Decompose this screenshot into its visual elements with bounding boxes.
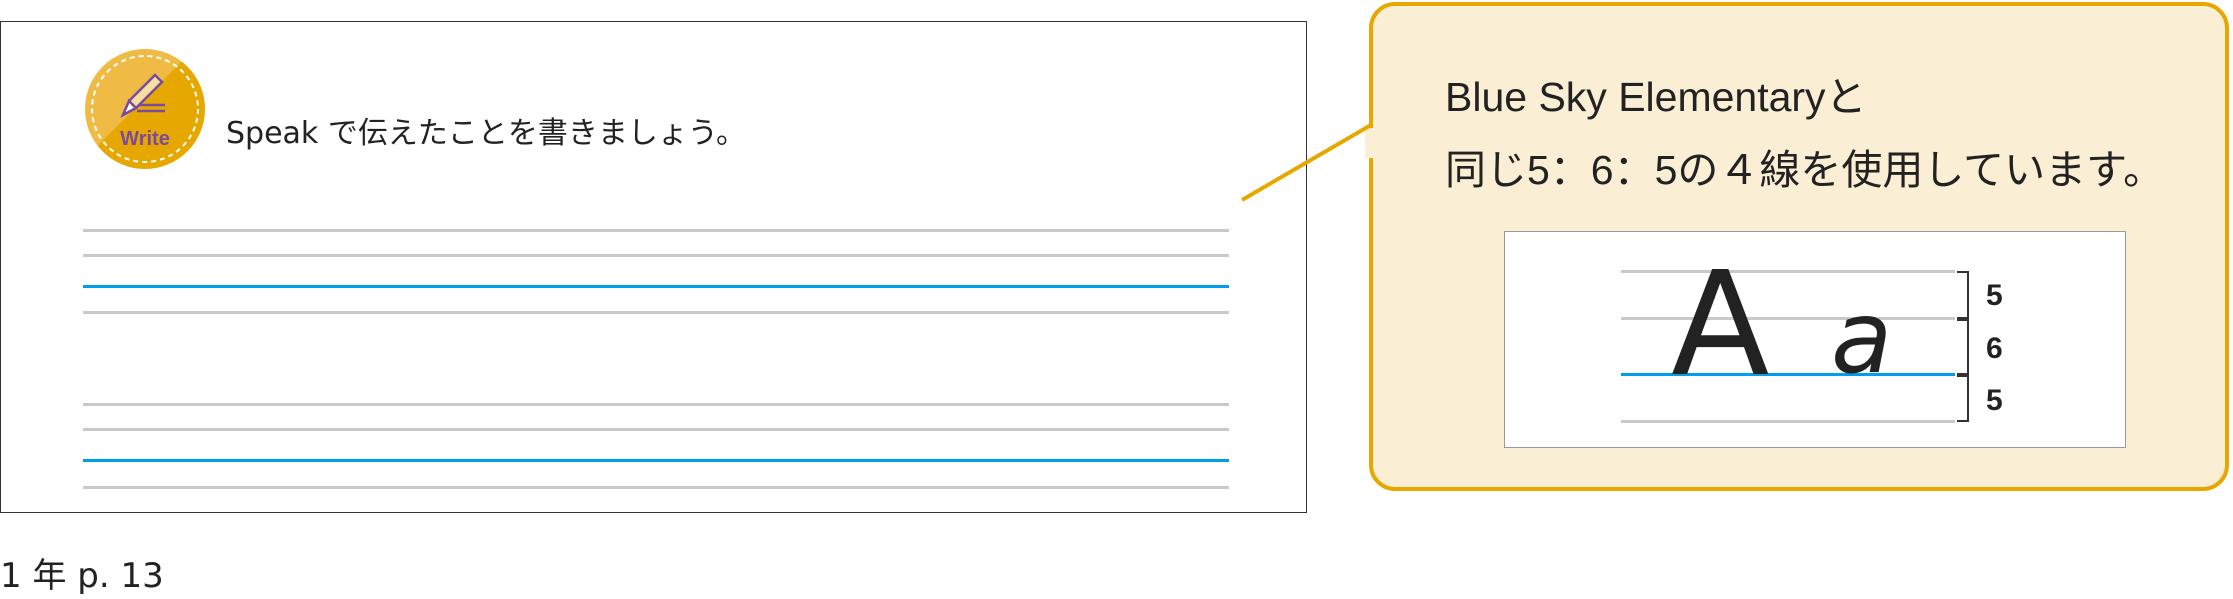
pencil-icon	[120, 73, 165, 118]
sample-upper-letter: A	[1671, 240, 1770, 408]
guide-line-bottom	[83, 486, 1229, 489]
guide-line-baseline	[83, 285, 1229, 288]
callout-line-2: 同じ5：6：5の４線を使用しています。	[1445, 147, 2165, 193]
badge-label: Write	[120, 128, 170, 150]
callout-pointer-gap	[1365, 128, 1375, 158]
callout-box: Blue Sky Elementaryと 同じ5：6：5の４線を使用しています。…	[1369, 2, 2229, 491]
ratio-bottom: 5	[1986, 384, 2003, 417]
write-badge-icon: Write	[85, 49, 205, 169]
guide-line-top	[83, 229, 1229, 232]
sample-line-bottom	[1621, 420, 1955, 423]
guide-line-bottom	[83, 311, 1229, 314]
guide-line-mid	[83, 428, 1229, 431]
guide-line-top	[83, 403, 1229, 406]
page-reference: 1 年 p. 13	[0, 556, 164, 596]
sample-line-mid	[1621, 317, 1955, 320]
sample-line-baseline	[1621, 373, 1955, 376]
four-line-sample: A a 5 6 5	[1504, 231, 2126, 448]
sample-lower-letter: a	[1831, 279, 1893, 396]
guide-line-baseline	[83, 459, 1229, 462]
bracket-mid	[1957, 319, 1969, 375]
bracket-bottom	[1957, 375, 1969, 422]
guide-line-mid	[83, 254, 1229, 257]
instruction-text: Speak で伝えたことを書きましょう。	[226, 116, 747, 151]
ratio-top: 5	[1986, 279, 2003, 312]
bracket-top	[1957, 271, 1969, 319]
sample-line-top	[1621, 270, 1955, 273]
ratio-mid: 6	[1986, 332, 2003, 365]
writing-worksheet: Write Speak で伝えたことを書きましょう。	[0, 21, 1307, 513]
callout-line-1: Blue Sky Elementaryと	[1445, 74, 1867, 120]
